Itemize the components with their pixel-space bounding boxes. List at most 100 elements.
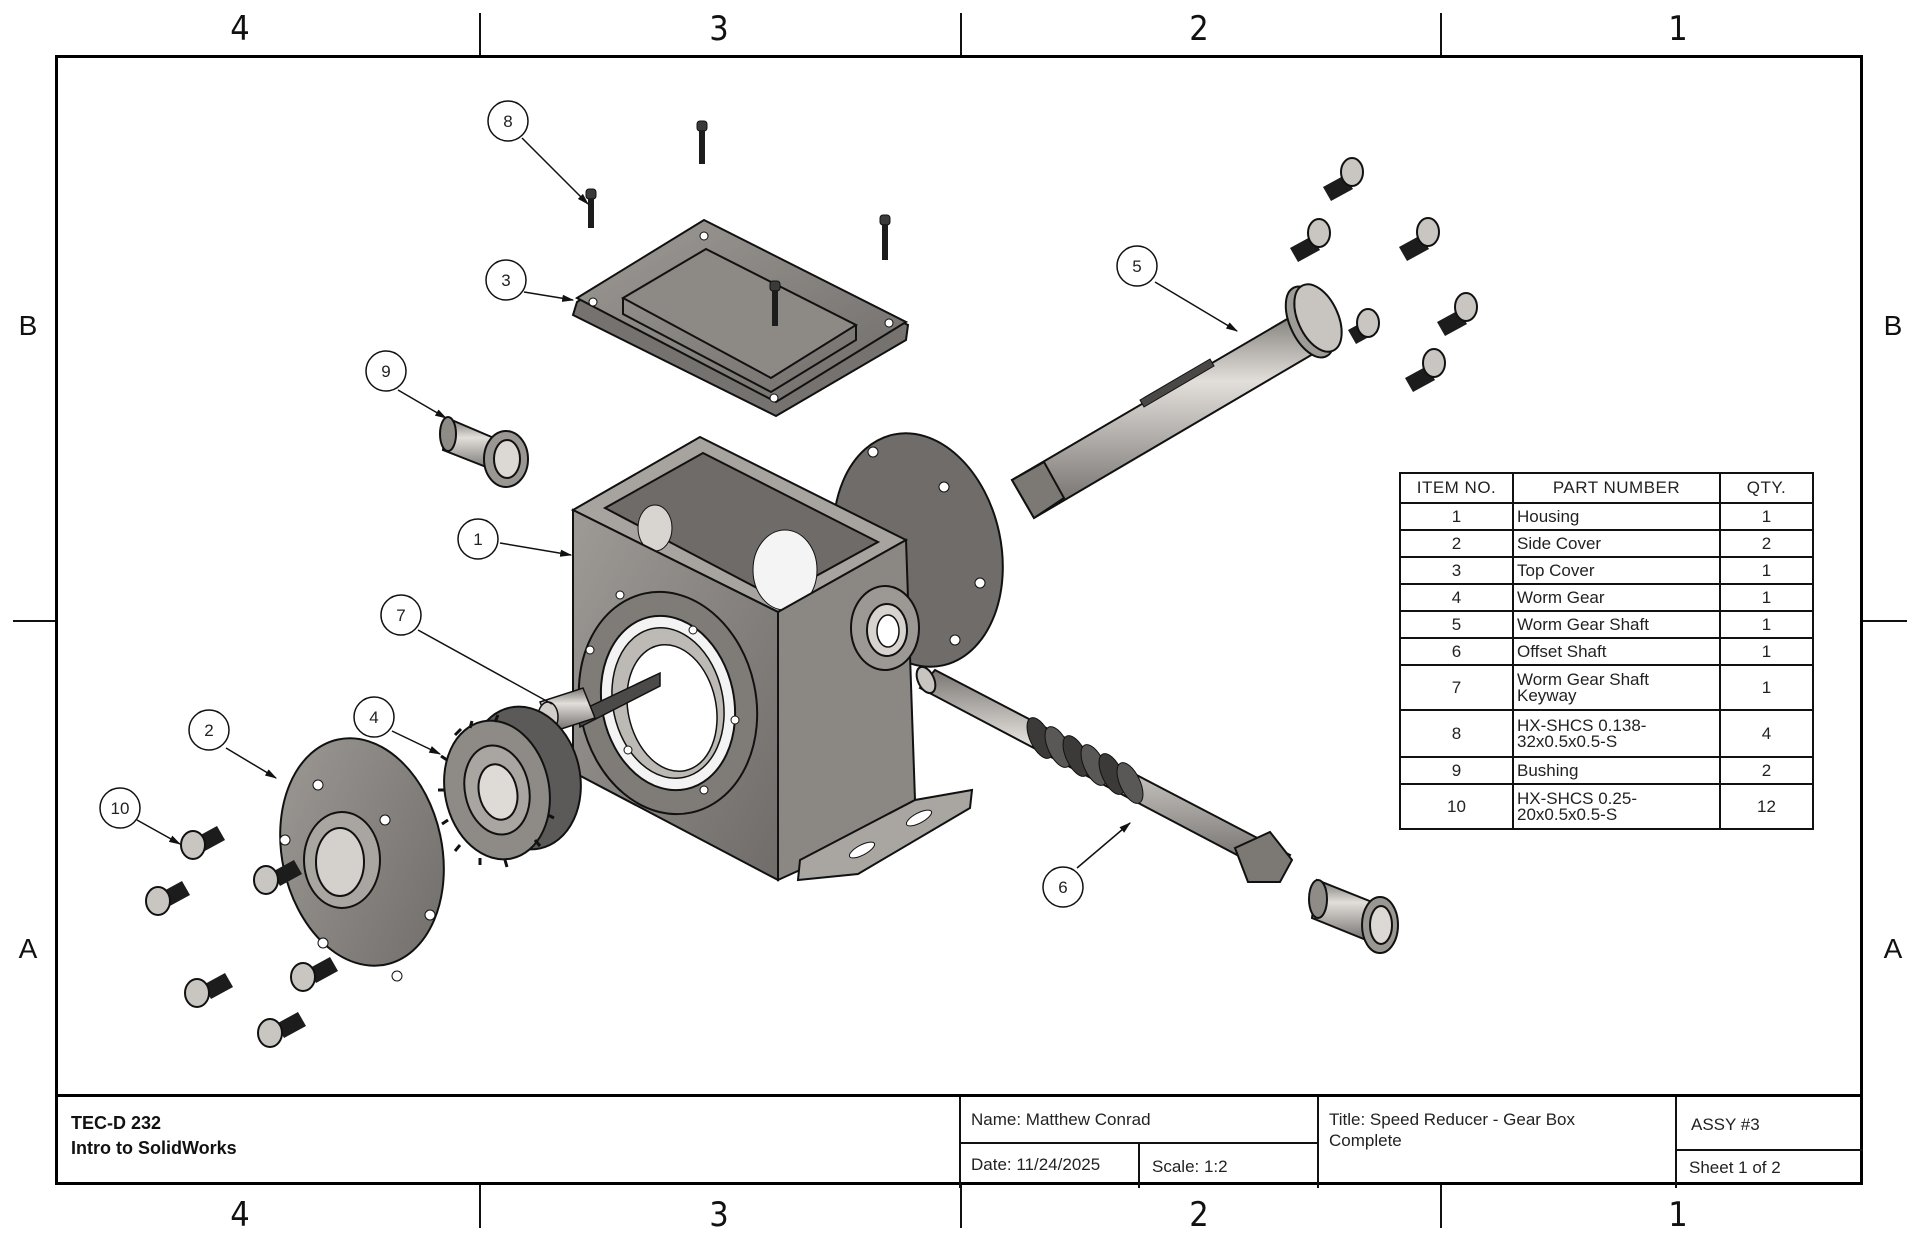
drawing-title-line: Complete: [1329, 1131, 1402, 1150]
title-block: TEC-D 232 Intro to SolidWorks Name: Matt…: [55, 1094, 1863, 1188]
svg-text:1: 1: [473, 530, 482, 549]
title-block-divider: [1675, 1149, 1863, 1151]
bom-row: 6 Offset Shaft 1: [1399, 637, 1814, 666]
balloon-7: 7: [380, 594, 422, 636]
screw-10: [184, 973, 233, 1008]
zone-divider-top: [1440, 13, 1442, 55]
title-block-divider: [959, 1142, 1317, 1144]
bom-item: 1: [1399, 502, 1514, 531]
bill-of-materials-table: ITEM NO. PART NUMBER QTY. 1 Housing 1 2 …: [1399, 472, 1814, 830]
title-block-divider: [1675, 1097, 1677, 1188]
screw-10: [290, 957, 338, 992]
bom-part-line: 20x0.5x0.5-S: [1517, 804, 1618, 824]
zone-divider-left: [13, 620, 55, 622]
bom-part: Offset Shaft: [1512, 637, 1721, 666]
bom-item: 9: [1399, 756, 1514, 785]
offset-shaft-part: [915, 665, 1294, 883]
bom-row: 9 Bushing 2: [1399, 756, 1814, 785]
zone-number-bottom: 3: [709, 1195, 729, 1235]
bom-qty: 12: [1719, 783, 1814, 830]
bom-item: 6: [1399, 637, 1514, 666]
zone-letter-right: B: [1883, 310, 1903, 341]
balloon-4: 4: [353, 696, 395, 738]
bom-part: HX-SHCS 0.138-32x0.5x0.5-S: [1512, 709, 1721, 758]
bushing-part: [1308, 878, 1399, 954]
bom-part-line: Worm Gear Shaft: [1517, 669, 1649, 689]
bom-qty: 1: [1719, 664, 1814, 711]
worm-threads: [1026, 717, 1144, 804]
bom-part-line: HX-SHCS 0.138-: [1517, 715, 1647, 735]
svg-text:5: 5: [1132, 257, 1141, 276]
balloon-10: 10: [99, 787, 141, 829]
zone-number-bottom: 4: [230, 1195, 250, 1235]
balloon-8: 8: [487, 100, 529, 142]
bom-qty: 1: [1719, 502, 1814, 531]
bom-part: HX-SHCS 0.25-20x0.5x0.5-S: [1512, 783, 1721, 830]
zone-divider-bottom: [479, 1185, 481, 1228]
zone-letter-left: A: [18, 933, 38, 964]
svg-text:8: 8: [503, 112, 512, 131]
bom-row: 1 Housing 1: [1399, 502, 1814, 531]
bom-part: Worm Gear: [1512, 583, 1721, 612]
drawing-date: Date: 11/24/2025: [971, 1155, 1101, 1174]
leader-line-1: [499, 542, 573, 557]
svg-text:4: 4: [369, 708, 378, 727]
bom-item: 7: [1399, 664, 1514, 711]
bom-qty: 1: [1719, 610, 1814, 639]
course-info: TEC-D 232 Intro to SolidWorks: [71, 1113, 571, 1159]
screw-10: [253, 860, 302, 895]
bom-header-qty: QTY.: [1719, 472, 1814, 504]
screw-10: [1323, 157, 1364, 201]
small-screw-8: [769, 280, 781, 326]
bom-part-line: 32x0.5x0.5-S: [1517, 731, 1618, 751]
svg-text:2: 2: [204, 721, 213, 740]
bom-item: 4: [1399, 583, 1514, 612]
course-name: Intro to SolidWorks: [71, 1138, 237, 1158]
zone-letter-left: B: [18, 310, 38, 341]
small-screw-8: [585, 188, 597, 228]
bom-qty: 1: [1719, 556, 1814, 585]
leader-line-5: [1154, 281, 1239, 332]
bom-part: Worm Gear Shaft: [1512, 610, 1721, 639]
bom-qty: 1: [1719, 583, 1814, 612]
bom-item: 2: [1399, 529, 1514, 558]
bom-header-item: ITEM NO.: [1399, 472, 1514, 504]
zone-number-top: 1: [1668, 9, 1688, 49]
screw-10: [180, 826, 225, 860]
leader-line-6: [1076, 822, 1131, 869]
leader-line-4: [391, 730, 442, 755]
bom-qty: 2: [1719, 756, 1814, 785]
zone-number-bottom: 1: [1668, 1195, 1688, 1235]
zone-divider-bottom: [1440, 1185, 1442, 1228]
course-code: TEC-D 232: [71, 1113, 162, 1133]
drafter-name: Name: Matthew Conrad: [971, 1110, 1151, 1129]
balloon-5: 5: [1116, 245, 1158, 287]
drawing-title: Title: Speed Reducer - Gear Box Complete: [1329, 1109, 1669, 1151]
bom-part-line: Keyway: [1517, 685, 1577, 705]
bom-row: 5 Worm Gear Shaft 1: [1399, 610, 1814, 639]
zone-number-top: 2: [1189, 9, 1209, 49]
svg-text:9: 9: [381, 362, 390, 381]
zone-number-bottom: 2: [1189, 1195, 1209, 1235]
balloon-6: 6: [1042, 866, 1084, 908]
balloon-9: 9: [365, 350, 407, 392]
svg-text:7: 7: [396, 606, 405, 625]
sheet-number: Sheet 1 of 2: [1689, 1158, 1781, 1177]
small-screw-8: [879, 214, 891, 260]
zone-number-top: 4: [230, 9, 250, 49]
housing-part: [570, 435, 974, 882]
top-cover-part: [571, 218, 910, 418]
bom-row: 8 HX-SHCS 0.138-32x0.5x0.5-S 4: [1399, 709, 1814, 758]
bom-part: Bushing: [1512, 756, 1721, 785]
bom-header-row: ITEM NO. PART NUMBER QTY.: [1399, 472, 1814, 504]
title-block-divider: [1138, 1144, 1140, 1188]
title-block-divider: [1317, 1097, 1319, 1188]
svg-text:6: 6: [1058, 878, 1067, 897]
balloon-2: 2: [188, 709, 230, 751]
bom-item: 8: [1399, 709, 1514, 758]
bom-row: 10 HX-SHCS 0.25-20x0.5x0.5-S 12: [1399, 783, 1814, 830]
balloon-1: 1: [457, 518, 499, 560]
bom-part-line: HX-SHCS 0.25-: [1517, 788, 1637, 808]
balloon-3: 3: [485, 259, 527, 301]
